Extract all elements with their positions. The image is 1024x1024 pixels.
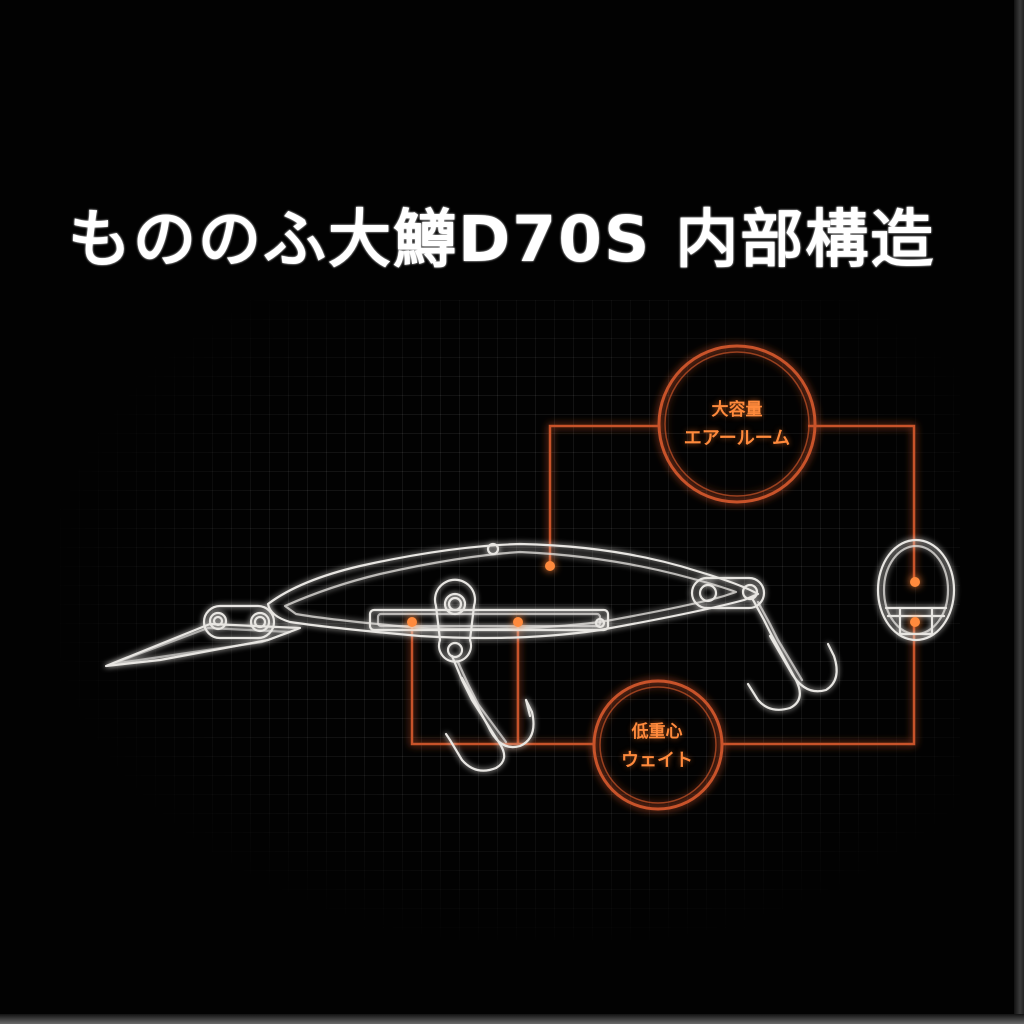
weight-callout: 低重心 ウェイト (592, 718, 722, 776)
tail-hook-eye (690, 576, 766, 610)
frame-edge-bottom (0, 1014, 1024, 1024)
air-room-callout: 大容量 エアールーム (662, 396, 812, 454)
callout-lines (410, 424, 916, 746)
body-shell (266, 542, 760, 640)
rear-treble-hook (746, 596, 838, 711)
cross-section-weight-dot (910, 617, 920, 627)
air-room-callout-line1: 大容量 (711, 400, 763, 420)
lure-outline (104, 538, 956, 772)
air-room-dot (545, 561, 555, 571)
line-eye (202, 604, 276, 640)
weight-dot-front (407, 617, 417, 627)
belly-hook-eye (433, 578, 477, 663)
cross-section (876, 538, 956, 642)
highlight-dots (407, 561, 920, 627)
weight-chamber (368, 608, 610, 632)
cross-section-air-dot (910, 577, 920, 587)
page-title: もののふ大鱒D70S 内部構造 (68, 203, 936, 276)
air-room-callout-line2: エアールーム (683, 428, 791, 449)
frame-edge-right (1014, 0, 1024, 1024)
weight-callout-line1: 低重心 (631, 722, 683, 742)
weight-callout-circle (592, 679, 724, 811)
weight-dot-rear (513, 617, 523, 627)
air-room-callout-circle (657, 344, 817, 504)
weight-callout-line2: ウェイト (621, 750, 693, 771)
front-treble-hook (444, 654, 535, 772)
